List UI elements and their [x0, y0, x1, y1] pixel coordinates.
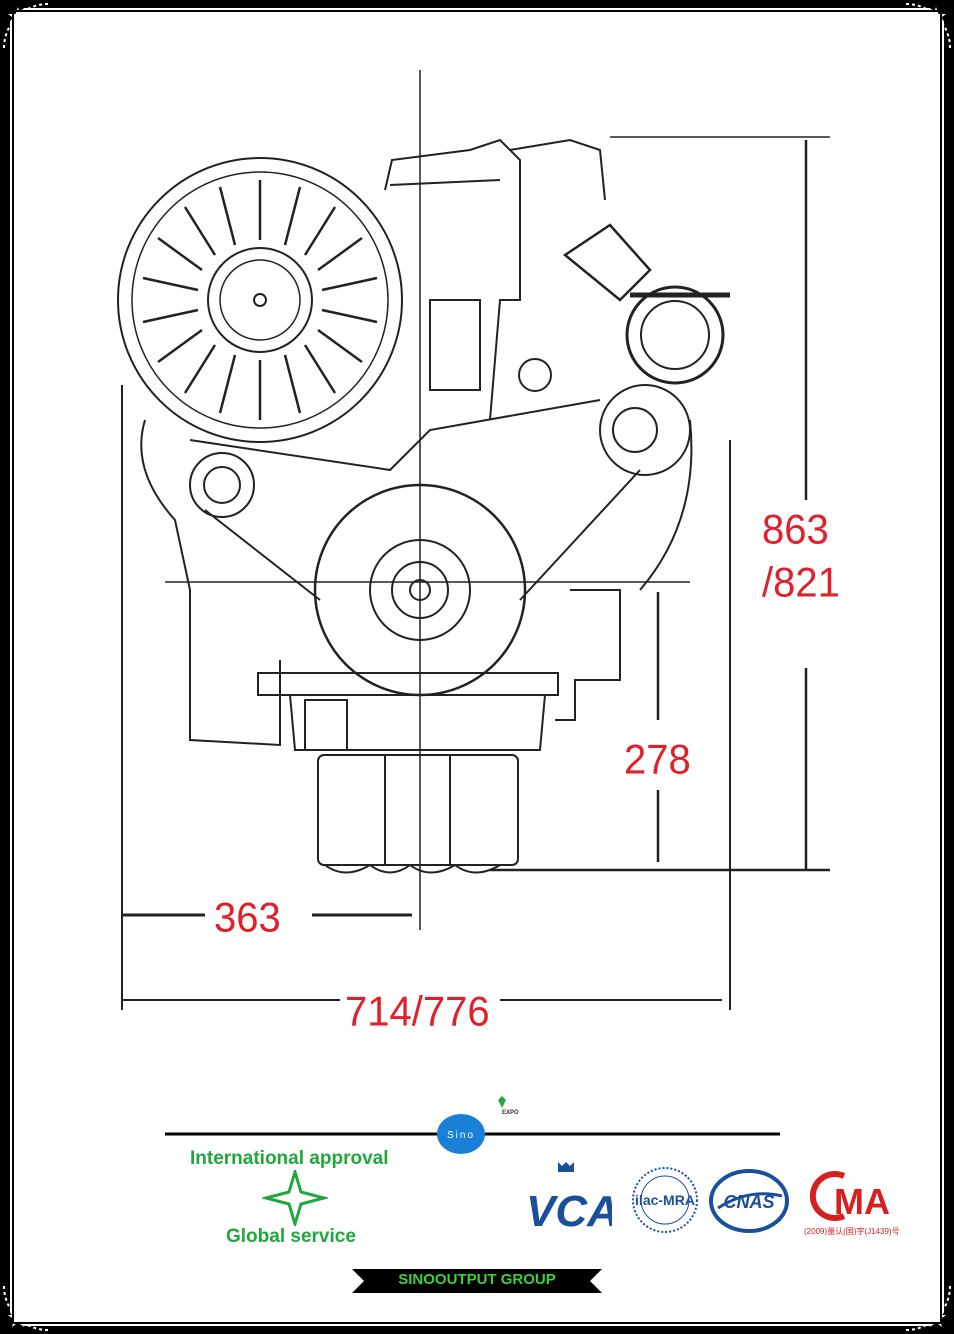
height-total-label: 863 [762, 506, 829, 554]
sino-logo: Sino [437, 1114, 485, 1154]
half-width-label: 363 [214, 894, 281, 942]
svg-text:ilac-MRA: ilac-MRA [635, 1192, 695, 1208]
vca-logo: VCA [526, 1162, 612, 1232]
svg-text:MA: MA [834, 1181, 890, 1222]
crank-height-label: 278 [624, 736, 691, 784]
cma-logo: MA (2009)量认(国)字(J1439)号 [804, 1171, 900, 1236]
svg-text:Sino: Sino [447, 1130, 475, 1141]
svg-text:EXPO: EXPO [502, 1110, 519, 1116]
drawing-frame [12, 10, 942, 1324]
service-text: Global service [226, 1226, 356, 1247]
group-name: SINOOUTPUT GROUP [398, 1271, 556, 1288]
total-width-label: 714/776 [345, 988, 490, 1036]
cnas-logo: CNAS [709, 1169, 789, 1233]
height-alt-label: /821 [762, 559, 840, 607]
drawing-sheet [10, 8, 944, 1326]
star-outline-icon [262, 1170, 328, 1226]
expo-logo: EXPO [498, 1096, 519, 1116]
approval-text: International approval [190, 1148, 389, 1169]
ilac-mra-logo: ilac-MRA [632, 1167, 698, 1233]
svg-text:VCA: VCA [526, 1187, 612, 1232]
svg-text:(2009)量认(国)字(J1439)号: (2009)量认(国)字(J1439)号 [804, 1226, 900, 1236]
svg-text:CNAS: CNAS [723, 1192, 774, 1212]
group-banner: SINOOUTPUT GROUP [352, 1269, 602, 1293]
